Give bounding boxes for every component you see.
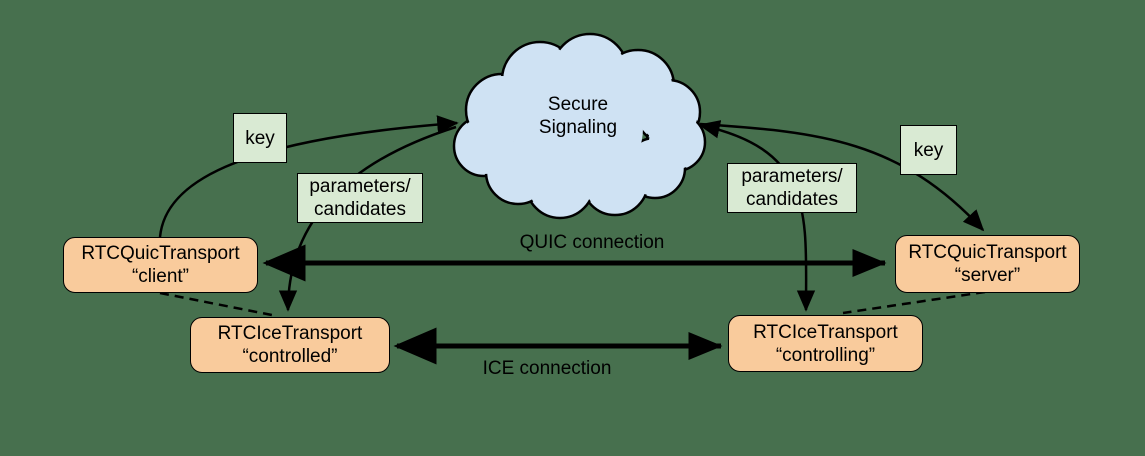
rtcicetransport-controlling-line2: “controlling” xyxy=(775,344,876,366)
rtcquictransport-server-line1: RTCQuicTransport xyxy=(908,242,1067,263)
key-label-right-text: key xyxy=(913,139,944,161)
parameters-signal-arrow-controlling-cloud xyxy=(698,120,816,312)
rtcicetransport-controlling-line1: RTCIceTransport xyxy=(753,321,898,343)
secure-signaling-label-line2: Signaling xyxy=(538,117,618,138)
parameters-label-left-line2: candidates xyxy=(314,199,406,220)
rtcquictransport-server-line2: “server” xyxy=(954,265,1021,286)
parameters-label-right-line1: parameters/ xyxy=(741,166,843,187)
client-controlled-link-dashed xyxy=(159,291,278,318)
key-signal-arrow-client-to-cloud xyxy=(158,115,459,238)
ice-connection-label: ICE connection xyxy=(482,358,612,379)
key-label-left: key xyxy=(233,113,287,163)
key-label-right: key xyxy=(900,125,957,175)
secure-signaling-label: Secure Signaling xyxy=(478,93,678,139)
parameters-candidates-label-right: parameters/ candidates xyxy=(727,163,857,213)
quic-connection-label: QUIC connection xyxy=(519,232,665,253)
secure-signaling-label-line1: Secure xyxy=(547,94,609,115)
rtcquictransport-server-box: RTCQuicTransport “server” xyxy=(895,235,1080,293)
rtcicetransport-controlled-line1: RTCIceTransport xyxy=(217,323,363,344)
parameters-label-left-line1: parameters/ xyxy=(309,176,411,197)
server-controlling-link-dashed xyxy=(842,290,986,315)
parameters-candidates-label-left: parameters/ candidates xyxy=(297,173,423,223)
key-label-left-text: key xyxy=(245,127,275,149)
rtcicetransport-controlled-box: RTCIceTransport “controlled” xyxy=(190,317,390,373)
rtcicetransport-controlled-line2: “controlled” xyxy=(242,346,338,367)
rtcquictransport-client-line2: “client” xyxy=(131,266,189,287)
rtcquictransport-client-box: RTCQuicTransport “client” xyxy=(63,237,258,293)
rtcquictransport-client-line1: RTCQuicTransport xyxy=(81,243,240,264)
secure-signaling-cloud-fill xyxy=(456,36,703,216)
parameters-label-right-line2: candidates xyxy=(746,189,838,210)
rtcicetransport-controlling-box: RTCIceTransport “controlling” xyxy=(728,315,923,372)
